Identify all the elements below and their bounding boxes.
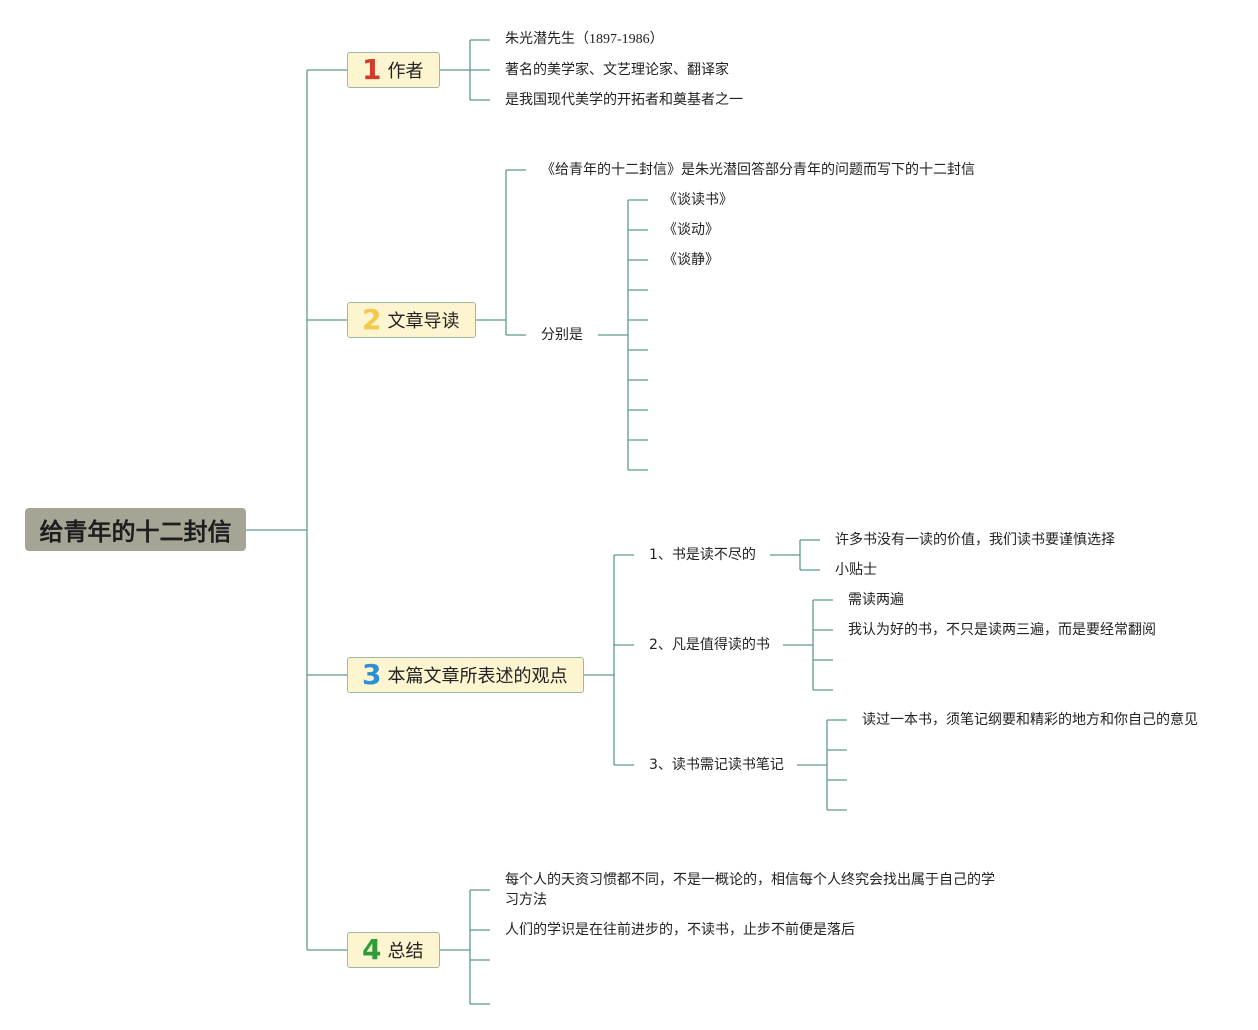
- number-one-icon: 1: [362, 53, 382, 86]
- branch-summary[interactable]: 4 总结: [347, 932, 440, 968]
- number-two-icon: 2: [362, 303, 382, 336]
- branch-label: 总结: [387, 941, 424, 962]
- leaf-letter-motion: 《谈动》: [663, 222, 719, 238]
- leaf-author-role: 是我国现代美学的开拓者和奠基者之一: [505, 92, 743, 108]
- point-two-detail: 需读两遍: [848, 592, 904, 608]
- branch-viewpoints[interactable]: 3 本篇文章所表述的观点: [347, 657, 584, 693]
- point-one-detail: 许多书没有一读的价值，我们读书要谨慎选择: [835, 532, 1115, 548]
- branch-guide[interactable]: 2 文章导读: [347, 302, 476, 338]
- point-two-note: 我认为好的书，不只是读两三遍，而是要经常翻阅: [848, 622, 1156, 638]
- root-title: 给青年的十二封信: [39, 518, 232, 546]
- point-one: 1、书是读不尽的: [649, 547, 756, 563]
- number-three-icon: 3: [362, 658, 382, 691]
- branch-label: 本篇文章所表述的观点: [387, 666, 568, 687]
- number-four-icon: 4: [362, 933, 382, 966]
- leaf-author-name: 朱光潜先生（1897-1986）: [505, 32, 664, 47]
- leaf-author-title: 著名的美学家、文艺理论家、翻译家: [505, 62, 729, 78]
- leaf-summary-line1-cont: 习方法: [505, 892, 547, 908]
- branch-label: 文章导读: [387, 311, 460, 332]
- leaf-guide-list: 分别是: [541, 327, 583, 343]
- leaf-letter-reading: 《谈读书》: [663, 192, 733, 208]
- leaf-guide-intro: 《给青年的十二封信》是朱光潜回答部分青年的问题而写下的十二封信: [541, 162, 975, 178]
- leaf-summary-line1: 每个人的天资习惯都不同，不是一概论的，相信每个人终究会找出属于自己的学: [505, 872, 995, 888]
- root-node[interactable]: 给青年的十二封信: [25, 508, 246, 551]
- point-one-tip: 小贴士: [835, 562, 877, 578]
- branch-label: 作者: [387, 61, 424, 82]
- point-two: 2、凡是值得读的书: [649, 637, 770, 653]
- point-three-detail: 读过一本书，须笔记纲要和精彩的地方和你自己的意见: [862, 712, 1198, 728]
- branch-author[interactable]: 1 作者: [347, 52, 440, 88]
- leaf-summary-line2: 人们的学识是在往前进步的，不读书，止步不前便是落后: [505, 922, 855, 938]
- leaf-letter-stillness: 《谈静》: [663, 252, 719, 268]
- point-three: 3、读书需记读书笔记: [649, 757, 784, 773]
